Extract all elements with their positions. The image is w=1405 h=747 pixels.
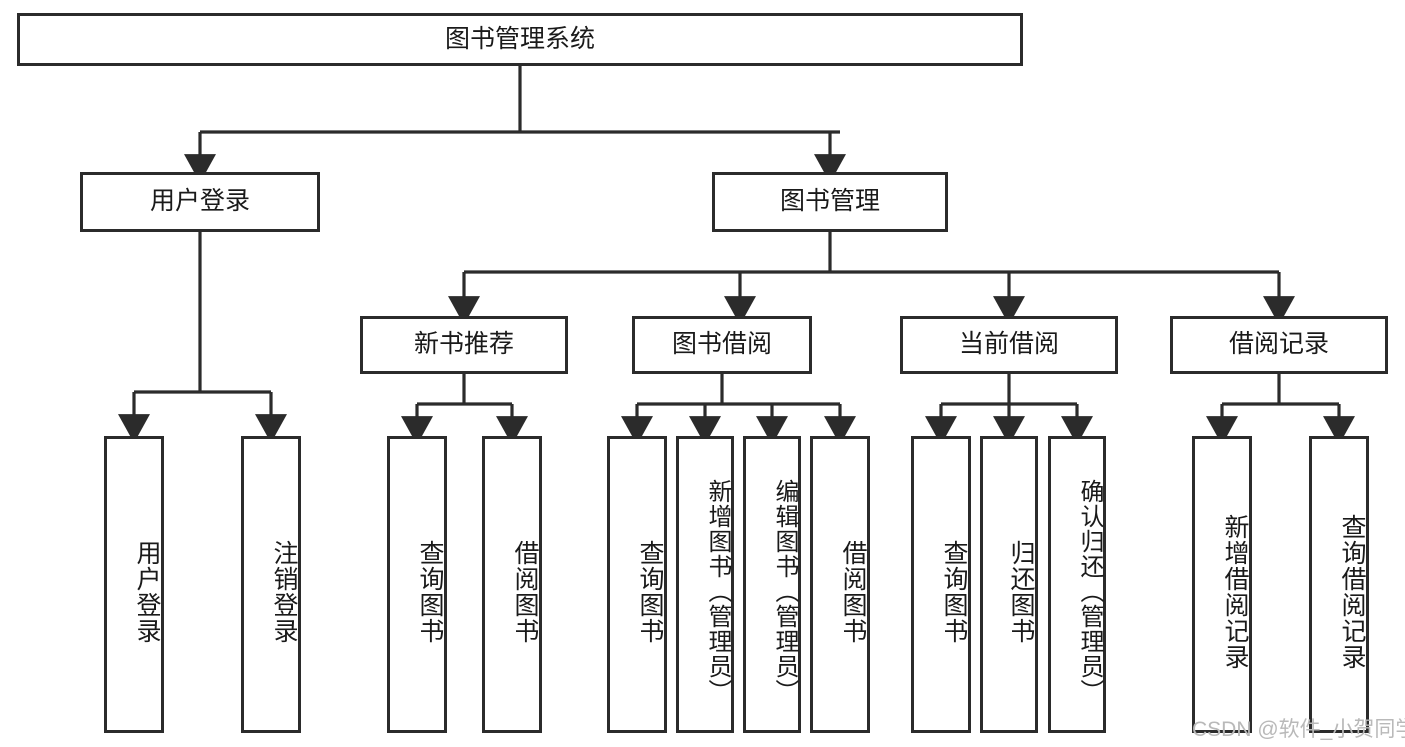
node-label: 归还图书 [1007,539,1035,644]
leaf-confirm-return-admin[interactable]: 确认归还（管理员） [1048,436,1106,733]
node-label: 查询图书 [416,539,444,644]
node-label: 借阅记录 [1228,330,1329,359]
node-label: 当前借阅 [958,330,1059,359]
leaf-return-book[interactable]: 归还图书 [980,436,1038,733]
leaf-query-book-newbook[interactable]: 查询图书 [387,436,447,733]
leaf-add-borrow-record[interactable]: 新增借阅记录 [1192,436,1252,733]
node-root-book-management-system[interactable]: 图书管理系统 [17,13,1023,66]
leaf-add-book-admin[interactable]: 新增图书（管理员） [676,436,734,733]
node-label: 图书管理 [779,187,880,216]
leaf-query-book-borrow[interactable]: 查询图书 [607,436,667,733]
node-label: 图书借阅 [671,330,772,359]
node-borrow-record[interactable]: 借阅记录 [1170,316,1388,374]
node-book-borrow[interactable]: 图书借阅 [632,316,812,374]
node-new-book-recommend[interactable]: 新书推荐 [360,316,568,374]
leaf-logout[interactable]: 注销登录 [241,436,301,733]
node-current-borrow[interactable]: 当前借阅 [900,316,1118,374]
leaf-borrow-book-newbook[interactable]: 借阅图书 [482,436,542,733]
node-label: 新书推荐 [413,330,514,359]
node-label: 编辑图书（管理员） [771,479,798,704]
node-label: 借阅图书 [511,539,539,644]
node-label: 新增借阅记录 [1221,513,1249,670]
csdn-watermark: CSDN @软件_小贺同学 [1192,718,1405,741]
node-label: 图书管理系统 [444,24,595,53]
node-book-management[interactable]: 图书管理 [712,172,948,232]
node-label: 用户登录 [149,187,250,216]
leaf-user-login[interactable]: 用户登录 [104,436,164,733]
leaf-edit-book-admin[interactable]: 编辑图书（管理员） [743,436,801,733]
node-label: 查询图书 [636,539,664,644]
node-user-login[interactable]: 用户登录 [80,172,320,232]
leaf-query-book-current[interactable]: 查询图书 [911,436,971,733]
leaf-borrow-book[interactable]: 借阅图书 [810,436,870,733]
node-label: 注销登录 [270,539,298,644]
node-label: 用户登录 [133,539,161,644]
node-label: 借阅图书 [839,539,867,644]
leaf-query-borrow-record[interactable]: 查询借阅记录 [1309,436,1369,733]
node-label: 查询借阅记录 [1338,513,1366,670]
node-label: 确认归还（管理员） [1076,479,1103,704]
node-label: 查询图书 [940,539,968,644]
node-label: 新增图书（管理员） [704,479,731,704]
